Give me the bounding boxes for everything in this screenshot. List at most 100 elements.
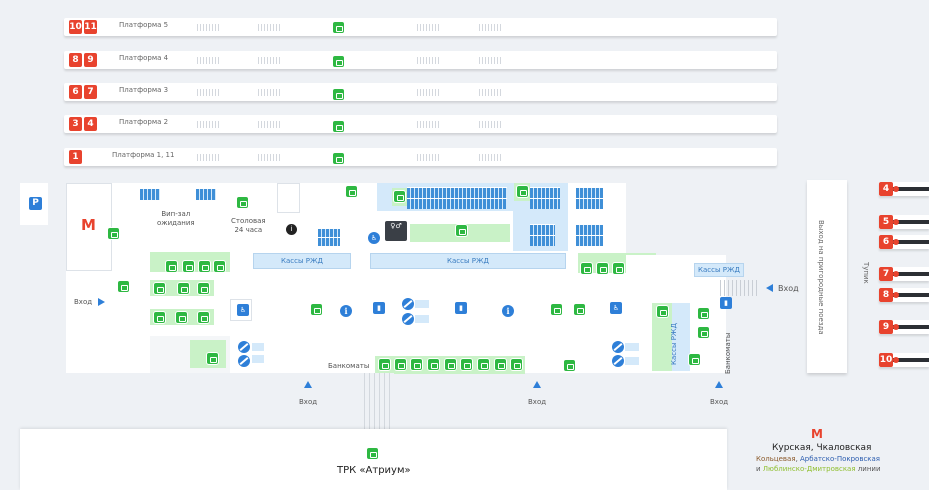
- track-number-badge: 7: [84, 85, 97, 99]
- line-arbatsko: Арбатско-Покровская: [800, 455, 881, 463]
- cafe-icon[interactable]: [563, 359, 576, 372]
- track-stub: 6: [879, 235, 929, 249]
- cafe-icon[interactable]: [236, 196, 249, 209]
- platform-stripe: [197, 24, 219, 31]
- shop-icon[interactable]: [612, 262, 625, 275]
- shop-icon[interactable]: [366, 447, 379, 460]
- entrance-arrow-icon[interactable]: [766, 284, 773, 292]
- platform-stripe: [479, 154, 501, 161]
- underground-passage: [364, 373, 394, 429]
- shop-icon[interactable]: [310, 303, 323, 316]
- platform-stripe: [197, 89, 219, 96]
- shop-icon[interactable]: [117, 280, 130, 293]
- platform-stripe: [258, 24, 280, 31]
- shop-icon[interactable]: [182, 260, 195, 273]
- platform-stripe: [197, 154, 219, 161]
- parking-badge[interactable]: P: [29, 197, 42, 210]
- entrance-arrow-icon[interactable]: [98, 298, 105, 306]
- atm-icon[interactable]: [477, 358, 490, 371]
- shop-icon[interactable]: [697, 326, 710, 339]
- shop-icon[interactable]: [198, 260, 211, 273]
- shop-icon[interactable]: [596, 262, 609, 275]
- platform-label: Платформа 1, 11: [112, 151, 175, 159]
- atm-icon[interactable]: [394, 358, 407, 371]
- ticket-office-rzd-vertical[interactable]: Кассы РЖД: [670, 323, 678, 365]
- shop-icon[interactable]: [332, 21, 345, 34]
- shop-icon[interactable]: [332, 55, 345, 68]
- atm-icon[interactable]: [427, 358, 440, 371]
- platform-stripe: [258, 121, 280, 128]
- stairs: [720, 280, 760, 296]
- shop-icon[interactable]: [573, 303, 586, 316]
- no-smoking-icon: [612, 341, 624, 353]
- atm-icon[interactable]: [460, 358, 473, 371]
- toilet-icon[interactable]: ♿: [610, 302, 622, 314]
- ticket-office-rzd[interactable]: Кассы РЖД: [253, 253, 351, 269]
- toilet-icon[interactable]: ♿: [368, 232, 380, 244]
- shop-icon[interactable]: [697, 307, 710, 320]
- platform-label: Платформа 5: [119, 21, 169, 29]
- seating-block: [530, 198, 560, 209]
- metro-logo-icon: М: [811, 427, 823, 441]
- info-icon[interactable]: i: [502, 305, 514, 317]
- track-number-badge: 7: [879, 267, 893, 281]
- shop-icon[interactable]: [165, 260, 178, 273]
- no-smoking-icon: [238, 355, 250, 367]
- suburban-exit[interactable]: [807, 180, 847, 373]
- shop-icon[interactable]: [153, 311, 166, 324]
- shop-icon[interactable]: [332, 152, 345, 165]
- platform-stripe: [417, 121, 439, 128]
- shop-icon[interactable]: [455, 224, 468, 237]
- shop-icon[interactable]: [107, 227, 120, 240]
- entrance-arrow-icon[interactable]: [715, 381, 723, 388]
- ticket-office-rzd[interactable]: Кассы РЖД: [694, 263, 744, 277]
- atm-icon[interactable]: [494, 358, 507, 371]
- luggage-icon[interactable]: ▮: [373, 302, 385, 314]
- atm-icon[interactable]: [444, 358, 457, 371]
- shop-icon[interactable]: [688, 353, 701, 366]
- cafe-icon[interactable]: [393, 190, 406, 203]
- entrance-arrow-icon[interactable]: [533, 381, 541, 388]
- suburban-exit-label: Выход на пригородные поезда: [817, 220, 825, 335]
- info-dark-icon[interactable]: i: [286, 224, 297, 235]
- toilet-icon[interactable]: ♿: [237, 304, 249, 316]
- shop-icon[interactable]: [175, 311, 188, 324]
- ticket-office-rzd[interactable]: Кассы РЖД: [370, 253, 566, 269]
- atm-icon[interactable]: [410, 358, 423, 371]
- mall-name: ТРК «Атриум»: [337, 465, 411, 476]
- luggage-icon[interactable]: ▮: [455, 302, 467, 314]
- cafe-icon[interactable]: [177, 282, 190, 295]
- platform-2: 3 4 Платформа 2: [64, 115, 777, 133]
- entrance-arrow-icon[interactable]: [304, 381, 312, 388]
- seating-block: [196, 188, 216, 200]
- track-number-badge: 8: [879, 288, 893, 302]
- shop-icon[interactable]: [656, 305, 669, 318]
- info-icon[interactable]: i: [340, 305, 352, 317]
- track-number-badge: 10: [879, 353, 893, 367]
- atm-icon[interactable]: [510, 358, 523, 371]
- shop-icon[interactable]: [345, 185, 358, 198]
- shop-icon[interactable]: [332, 120, 345, 133]
- seating-block: [318, 237, 340, 246]
- entrance-label-left: Вход: [74, 298, 93, 306]
- atm-icon[interactable]: [378, 358, 391, 371]
- platform-1-11: 1 Платформа 1, 11: [64, 148, 777, 166]
- shop-icon[interactable]: [332, 88, 345, 101]
- cafe-icon[interactable]: [197, 311, 210, 324]
- canteen-label: Столовая 24 часа: [231, 217, 266, 234]
- shop-icon[interactable]: [206, 352, 219, 365]
- track-stub: 9: [879, 320, 929, 334]
- track-number-badge: 11: [84, 20, 97, 34]
- seating-block: [407, 198, 507, 209]
- info-stand: [625, 357, 639, 365]
- metro-lines-1: Кольцевая, Арбатско-Покровская: [756, 455, 881, 463]
- shop-icon[interactable]: [580, 262, 593, 275]
- toilet-room-icon[interactable]: ♀♂: [385, 221, 407, 241]
- luggage-icon[interactable]: ▮: [720, 297, 732, 309]
- cafe-icon[interactable]: [197, 282, 210, 295]
- platform-stripe: [197, 57, 219, 64]
- shop-icon[interactable]: [213, 260, 226, 273]
- cafe-icon[interactable]: [516, 185, 529, 198]
- shop-icon[interactable]: [550, 303, 563, 316]
- shop-icon[interactable]: [153, 282, 166, 295]
